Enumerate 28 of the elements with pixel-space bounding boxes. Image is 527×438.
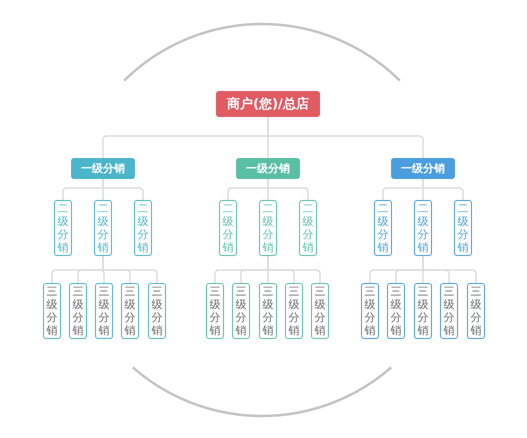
- level-three-box: 三级分销: [121, 283, 139, 339]
- level-two-box: 二级分销: [94, 200, 112, 256]
- level-three-box: 三级分销: [387, 283, 405, 339]
- level-one-box: 一级分销: [71, 158, 135, 179]
- level-three-box: 三级分销: [440, 283, 458, 339]
- level-three-box: 三级分销: [69, 283, 87, 339]
- level-three-box: 三级分销: [285, 283, 303, 339]
- level-two-box: 二级分销: [414, 200, 432, 256]
- level-two-box: 二级分销: [134, 200, 152, 256]
- level-two-box: 二级分销: [259, 200, 277, 256]
- level-three-box: 三级分销: [206, 283, 224, 339]
- level-two-box: 二级分销: [54, 200, 72, 256]
- level-two-box: 二级分销: [374, 200, 392, 256]
- level-three-box: 三级分销: [361, 283, 379, 339]
- level-three-box: 三级分销: [259, 283, 277, 339]
- level-three-box: 三级分销: [95, 283, 113, 339]
- level-three-box: 三级分销: [232, 283, 250, 339]
- root-box: 商户(您)/总店: [216, 91, 320, 117]
- level-two-box: 二级分销: [219, 200, 237, 256]
- level-one-box: 一级分销: [236, 158, 300, 179]
- level-three-box: 三级分销: [414, 283, 432, 339]
- level-three-box: 三级分销: [467, 283, 485, 339]
- level-three-box: 三级分销: [43, 283, 61, 339]
- level-two-box: 二级分销: [454, 200, 472, 256]
- level-one-box: 一级分销: [391, 158, 455, 179]
- level-three-box: 三级分销: [311, 283, 329, 339]
- level-three-box: 三级分销: [148, 283, 166, 339]
- level-two-box: 二级分销: [299, 200, 317, 256]
